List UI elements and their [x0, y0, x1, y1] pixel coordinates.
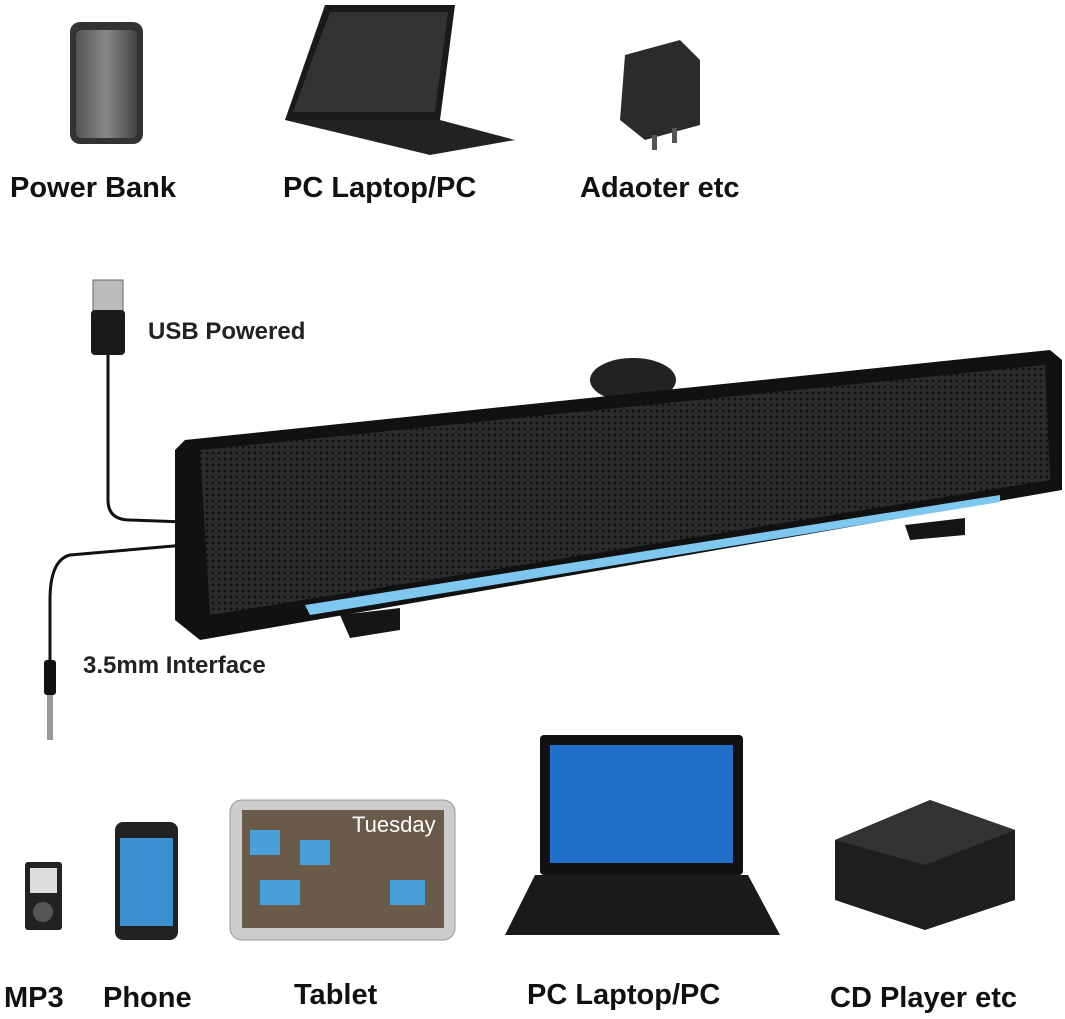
- tablet-screen-text: Tuesday: [352, 812, 436, 837]
- aux-plug-icon: [44, 660, 56, 740]
- laptop-icon: [285, 5, 515, 155]
- label-adapter: Adaoter etc: [580, 172, 740, 204]
- label-tablet: Tablet: [294, 979, 378, 1011]
- cd-player-icon: [835, 800, 1015, 930]
- usb-plug-icon: [91, 279, 125, 355]
- mp3-player-icon: [25, 862, 62, 930]
- soundbar: [175, 350, 1062, 640]
- label-aux-interface: 3.5mm Interface: [83, 652, 266, 679]
- usb-cable: [48, 355, 186, 690]
- adapter-icon: [620, 40, 700, 150]
- label-usb-powered: USB Powered: [148, 318, 306, 345]
- tablet-icon: [229, 799, 456, 941]
- power-bank-icon: [70, 22, 143, 144]
- label-power-bank: Power Bank: [10, 172, 176, 204]
- laptop-icon: [505, 735, 780, 935]
- label-cd-player: CD Player etc: [830, 982, 1017, 1014]
- label-phone: Phone: [103, 982, 192, 1014]
- label-pc-laptop-top: PC Laptop/PC: [283, 172, 477, 204]
- led-light-strip: [305, 495, 1000, 615]
- label-pc-laptop-bottom: PC Laptop/PC: [527, 979, 721, 1011]
- label-mp3: MP3: [4, 982, 64, 1014]
- phone-icon: [115, 822, 178, 940]
